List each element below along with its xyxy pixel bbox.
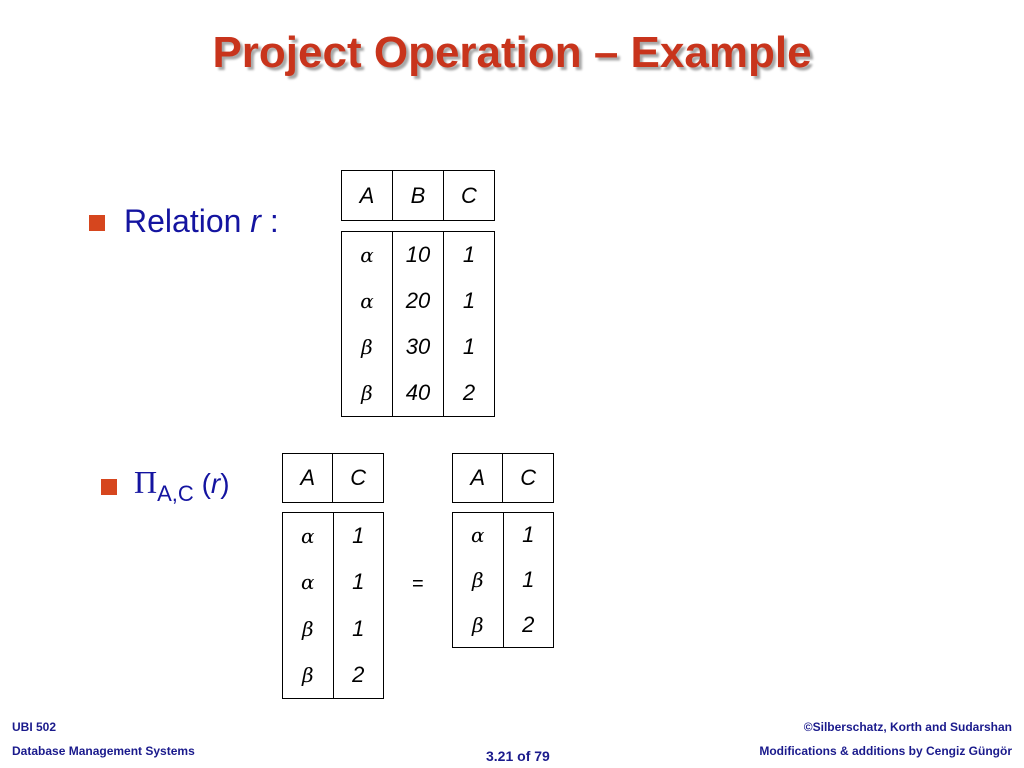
table-row: α 1: [283, 512, 384, 560]
table-cell: 2: [332, 651, 384, 699]
slide-title: Project Operation – Example: [212, 28, 812, 77]
footer-copyright: ©Silberschatz, Korth and Sudarshan: [803, 720, 1012, 734]
table-cell: 1: [443, 231, 495, 279]
table-cell: α: [301, 524, 315, 549]
table-row: α 10 1: [342, 231, 495, 279]
projection-subscript: A,C: [157, 481, 194, 506]
projection-intermediate-body: α 1 α 1 β 1 β 2: [282, 512, 384, 699]
projection-intermediate-header: A C: [282, 453, 384, 503]
table-row: β 40 2: [342, 369, 495, 417]
open-paren: (: [193, 468, 211, 499]
table-cell: α: [360, 243, 374, 268]
table-row: β 1: [453, 557, 554, 603]
close-paren: ): [220, 468, 230, 499]
table-row: β 2: [283, 651, 384, 699]
table-cell: 10: [391, 231, 444, 279]
relation-label-text: Relation: [124, 203, 251, 239]
footer-course: UBI 502: [12, 720, 57, 734]
table-row: β 30 1: [342, 323, 495, 370]
table-row: β 1: [283, 605, 384, 652]
table-cell: β: [471, 612, 484, 637]
table-cell: 20: [391, 278, 444, 324]
projection-variable: r: [210, 468, 221, 499]
bullet-square-icon: [101, 479, 117, 495]
pi-symbol: Π: [134, 464, 158, 500]
table-cell: β: [301, 662, 314, 687]
equals-sign: =: [412, 573, 424, 595]
table-cell: 1: [332, 559, 384, 606]
header-cell: A: [359, 182, 375, 208]
table-cell: 1: [443, 323, 495, 370]
header-cell: C: [502, 453, 554, 503]
bullet-square-icon: [89, 215, 105, 231]
table-cell: 30: [391, 323, 444, 370]
table-cell: 1: [332, 512, 384, 560]
table-cell: 2: [443, 369, 495, 417]
table-cell: α: [360, 289, 374, 314]
relation-label: Relation r :: [124, 203, 279, 240]
table-row: α 1: [453, 512, 554, 558]
relation-variable: r: [250, 203, 261, 239]
header-cell: A: [300, 465, 316, 490]
table-cell: 1: [502, 512, 554, 558]
table-cell: β: [361, 334, 373, 359]
table-cell: 1: [332, 605, 384, 652]
table-cell: β: [471, 567, 484, 592]
projection-result-body: α 1 β 1 β 2: [452, 512, 554, 648]
table-cell: 1: [502, 557, 554, 603]
table-row: α 1: [283, 559, 384, 606]
table-cell: α: [301, 570, 315, 595]
footer-page-number: 3.21 of 79: [486, 748, 550, 764]
relation-r-header: A B C: [341, 170, 495, 221]
projection-result-header: A C: [452, 453, 554, 503]
header-cell: C: [442, 170, 495, 221]
table-cell: 2: [502, 602, 554, 648]
projection-expression: ΠA,C (r): [134, 464, 230, 507]
header-cell: A: [470, 465, 486, 490]
header-cell: C: [332, 453, 384, 503]
table-cell: 1: [443, 278, 495, 324]
table-row: β 2: [453, 602, 554, 648]
header-cell: B: [391, 170, 444, 221]
table-cell: 40: [391, 369, 444, 417]
relation-colon: :: [260, 203, 279, 239]
table-cell: β: [301, 616, 314, 641]
footer-subject: Database Management Systems: [12, 744, 195, 758]
table-row: α 20 1: [342, 278, 495, 324]
table-cell: α: [471, 523, 485, 548]
relation-r-body: α 10 1 α 20 1 β 30 1 β 40 2: [341, 231, 495, 417]
table-cell: β: [361, 380, 373, 405]
footer-modifications: Modifications & additions by Cengiz Güng…: [759, 744, 1012, 758]
